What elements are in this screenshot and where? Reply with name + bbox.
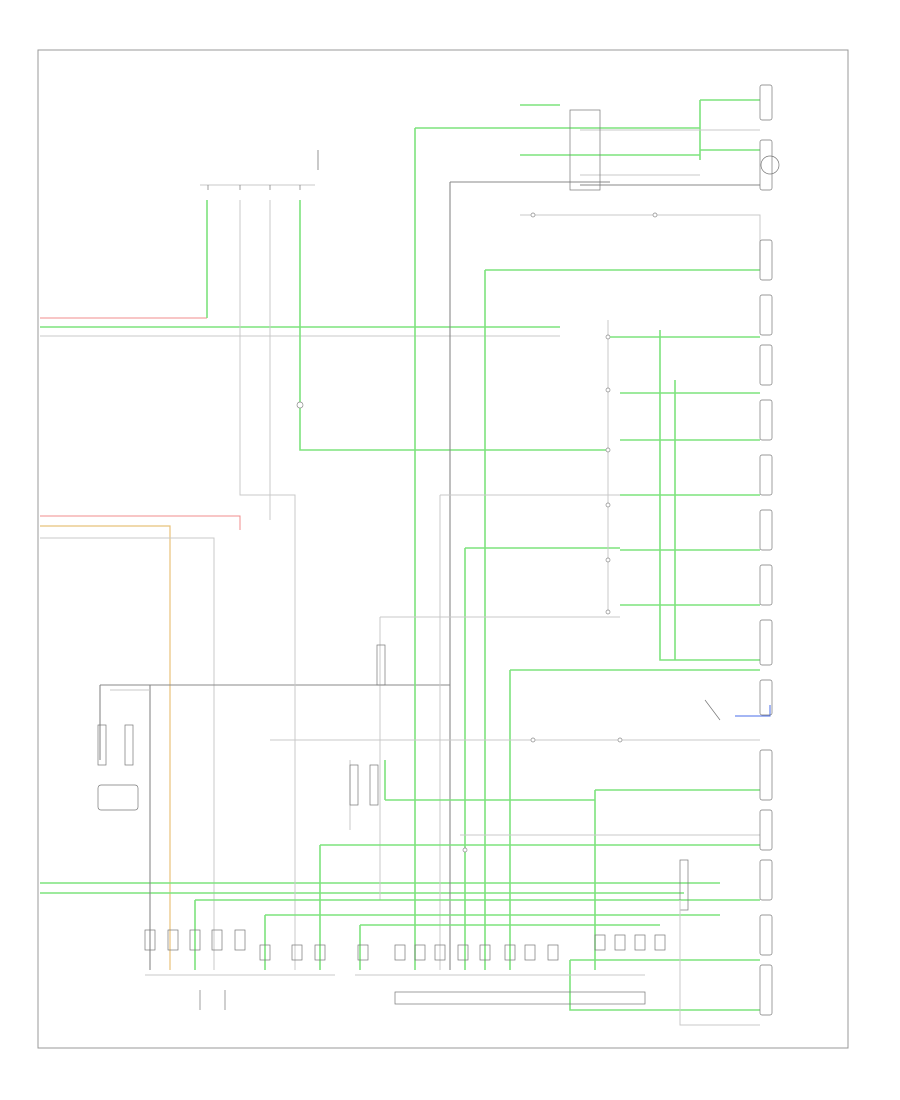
top-right-components xyxy=(520,99,771,743)
lower-left-switch xyxy=(97,644,468,853)
right-components xyxy=(759,84,780,1016)
right-bus xyxy=(194,127,760,1011)
diagram-frame xyxy=(37,49,849,1049)
bottom-connectors xyxy=(144,859,760,1026)
headlight-switch-block xyxy=(200,150,610,970)
switch-column xyxy=(605,320,760,661)
